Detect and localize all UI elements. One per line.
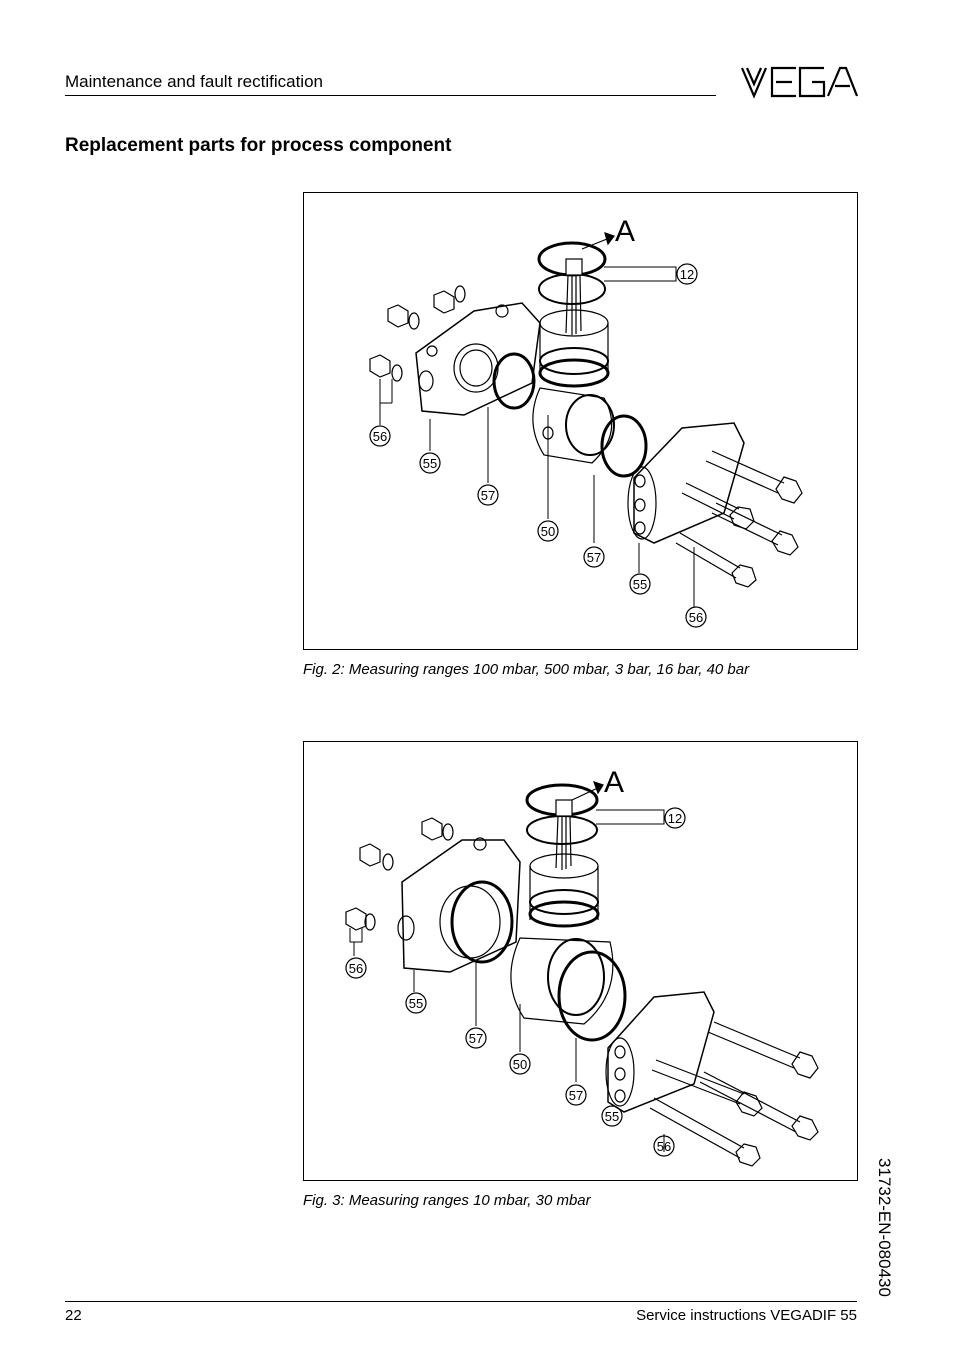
callout-label: 55 — [423, 456, 437, 471]
view-letter: A — [615, 215, 635, 248]
callout-label: 56 — [349, 961, 363, 976]
callout-label: 12 — [680, 267, 694, 282]
callout-label: 55 — [605, 1109, 619, 1124]
figure-3-caption: Fig. 3: Measuring ranges 10 mbar, 30 mba… — [303, 1192, 591, 1209]
document-code: 31732-EN-080430 — [868, 1158, 894, 1308]
document-code-text: 31732-EN-080430 — [875, 1158, 894, 1297]
view-letter: A — [604, 766, 624, 799]
callout-label: 55 — [633, 577, 647, 592]
callout-label: 57 — [481, 488, 495, 503]
header-section-title: Maintenance and fault rectification — [65, 72, 323, 91]
callout-label: 57 — [469, 1031, 483, 1046]
callout-label: 57 — [587, 550, 601, 565]
callout-label: 55 — [409, 996, 423, 1011]
vega-logo — [740, 66, 858, 99]
callout-label: 56 — [373, 429, 387, 444]
callout-label: 57 — [569, 1088, 583, 1103]
figure-2-drawing: A 12 56 55 57 50 57 55 56 — [369, 215, 803, 628]
callout-label: 50 — [513, 1057, 527, 1072]
page-number: 22 — [65, 1307, 82, 1324]
header-rule — [65, 95, 716, 96]
callout-label: 56 — [689, 610, 703, 625]
callout-label: 50 — [541, 524, 555, 539]
figure-2-caption: Fig. 2: Measuring ranges 100 mbar, 500 m… — [303, 661, 750, 678]
document-name: Service instructions VEGADIF 55 — [636, 1307, 857, 1324]
figure-2-exploded-view: A 12 56 55 57 50 57 55 56 — [303, 192, 858, 650]
callout-label: 12 — [668, 811, 682, 826]
figure-3-exploded-view: A 12 56 55 57 50 57 55 56 — [303, 741, 858, 1181]
page-title: Replacement parts for process component — [65, 135, 452, 156]
figure-3-drawing: A 12 56 55 57 50 57 55 56 — [345, 766, 819, 1167]
callout-label: 56 — [657, 1139, 671, 1154]
footer-rule — [65, 1301, 857, 1302]
